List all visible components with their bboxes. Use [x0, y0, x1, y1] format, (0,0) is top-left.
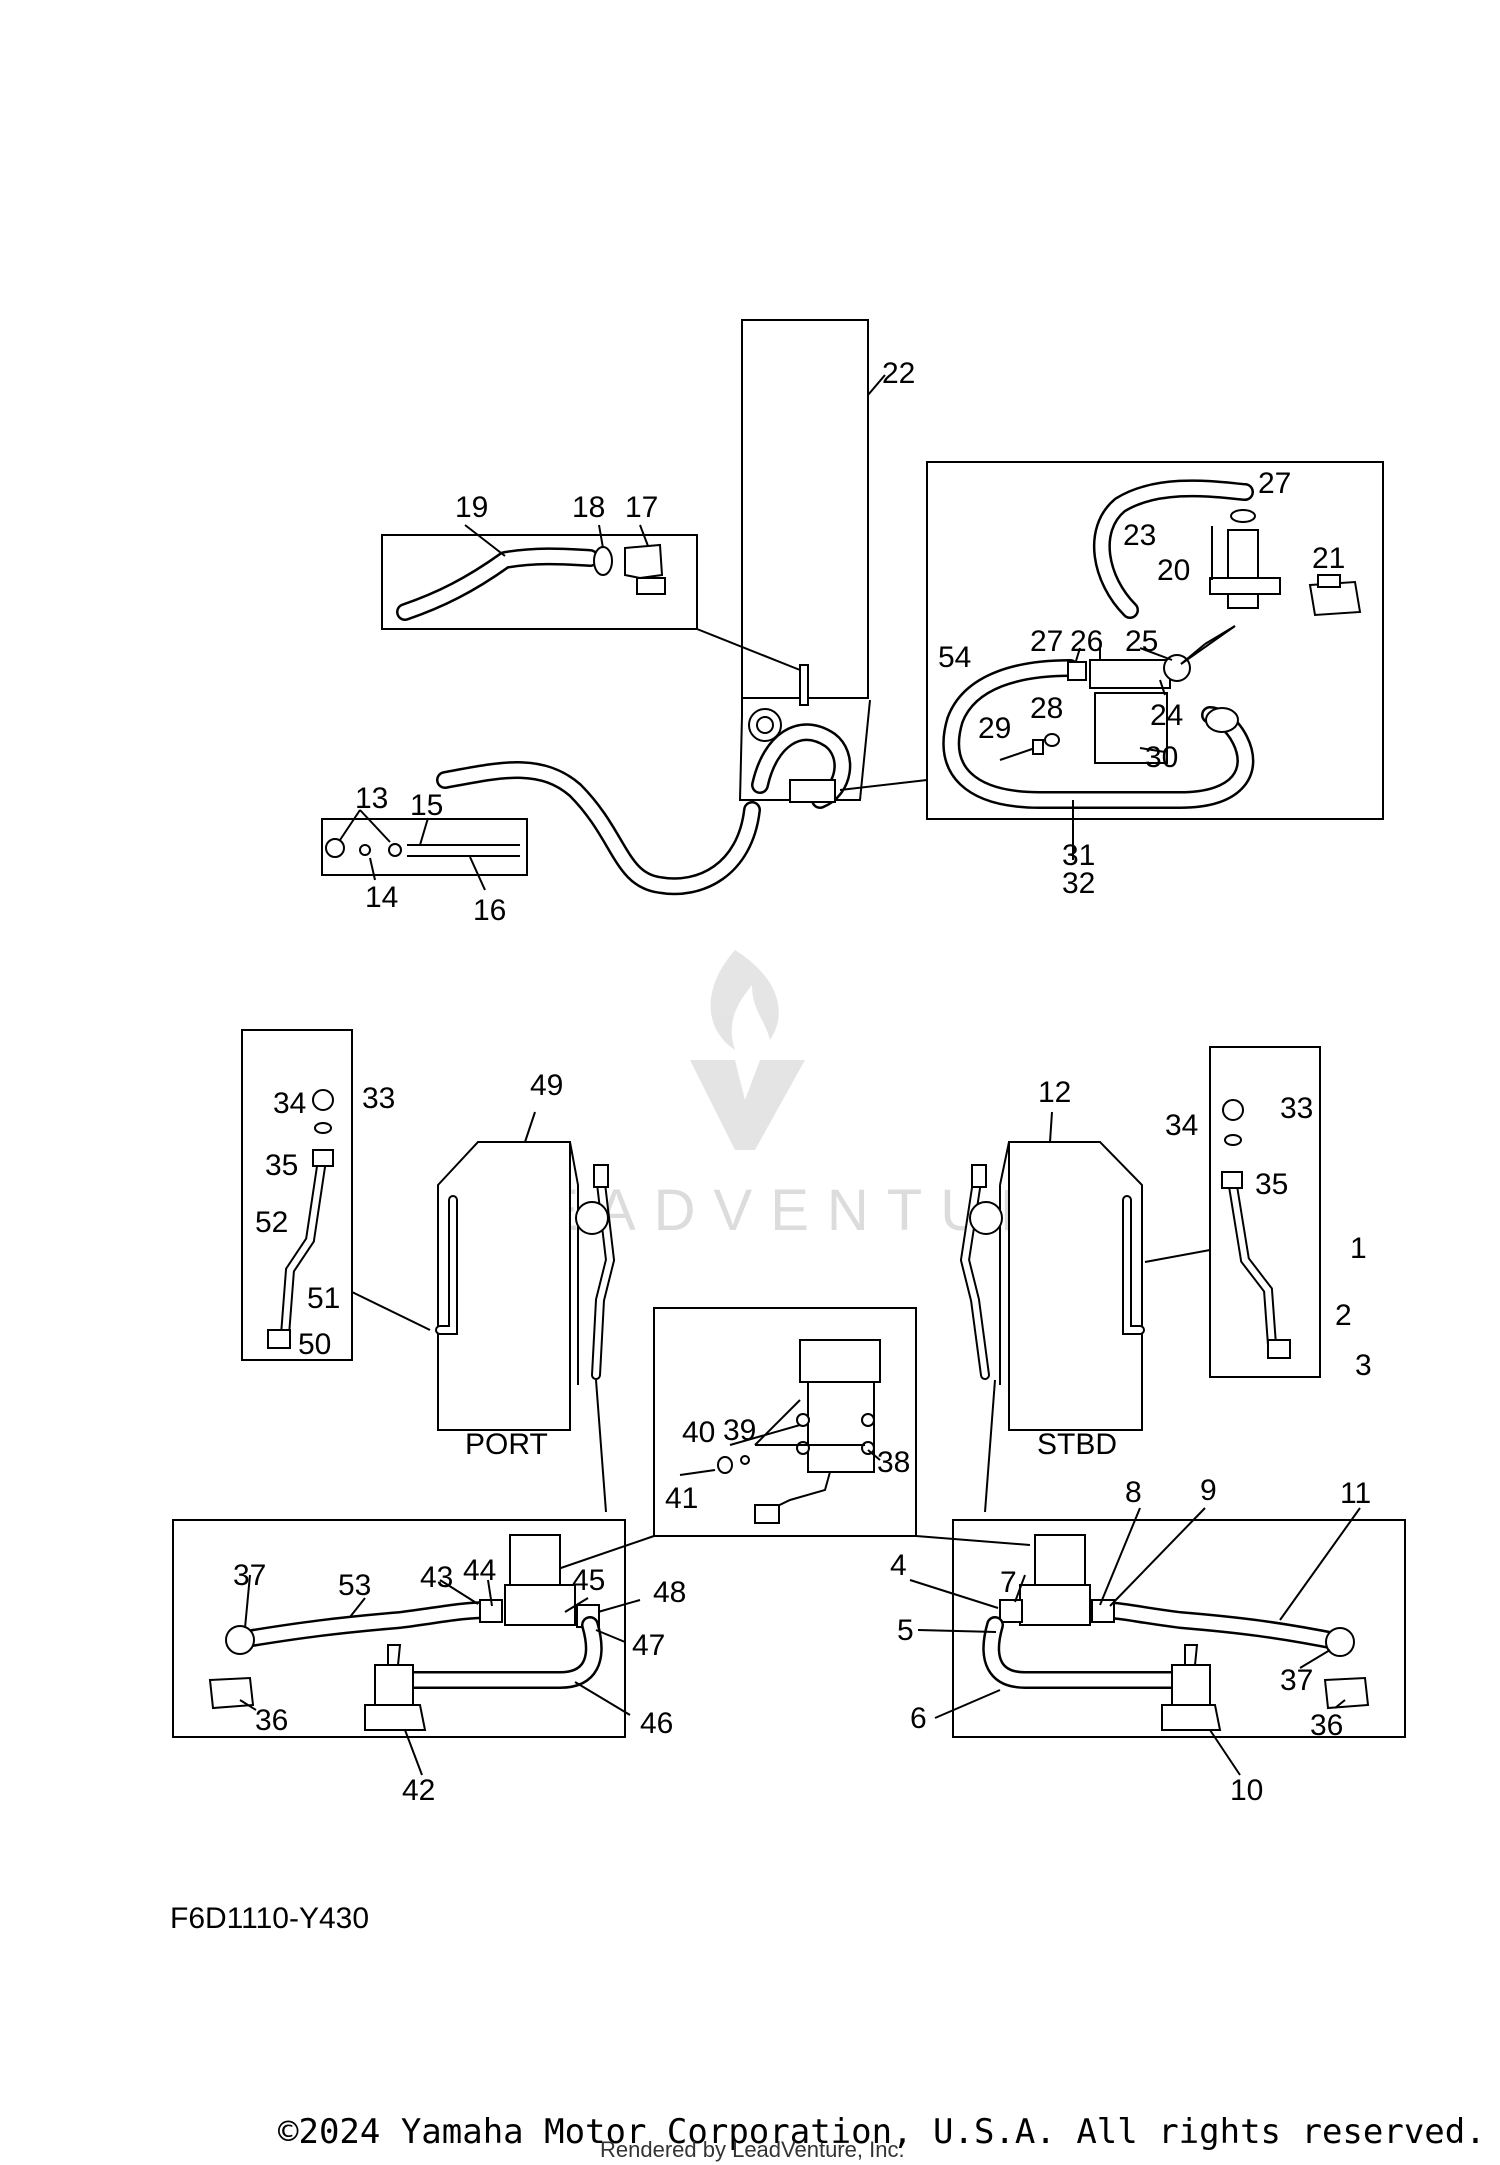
detail-box-20-32: [839, 461, 1384, 860]
callout-15: 15: [410, 789, 443, 822]
callout-24: 24: [1150, 699, 1183, 732]
callout-18: 18: [572, 491, 605, 524]
callout-9: 9: [1200, 1474, 1217, 1507]
callout-21: 21: [1312, 542, 1345, 575]
callout-17: 17: [625, 491, 658, 524]
callout-29: 29: [978, 712, 1011, 745]
callout-54: 54: [938, 641, 971, 674]
callout-14: 14: [365, 881, 398, 914]
port-tank-49: [435, 1141, 616, 1513]
callout-35a: 35: [265, 1149, 298, 1182]
copyright-notice: ©2024 Yamaha Motor Corporation, U.S.A. A…: [278, 2112, 1486, 2152]
callout-48: 48: [653, 1576, 686, 1609]
callout-32: 32: [1062, 867, 1095, 900]
callout-28: 28: [1030, 692, 1063, 725]
diagram-code: F6D1110-Y430: [170, 1902, 369, 1935]
callout-11: 11: [1340, 1477, 1371, 1510]
callout-10: 10: [1230, 1774, 1263, 1807]
detail-box-stbd-hose: [1144, 1046, 1321, 1378]
callout-19: 19: [455, 491, 488, 524]
callout-36a: 36: [255, 1704, 288, 1737]
callout-6: 6: [910, 1702, 927, 1735]
callout-43: 43: [420, 1561, 453, 1594]
callout-37b: 37: [1280, 1664, 1313, 1697]
callout-42: 42: [402, 1774, 435, 1807]
tank-pump-assembly: [748, 708, 852, 809]
callout-23: 23: [1123, 519, 1156, 552]
fuel-tank-22: [738, 319, 871, 801]
callout-27b: 27: [1258, 467, 1291, 500]
callout-7: 7: [1000, 1566, 1017, 1599]
leader-49: [524, 1111, 536, 1143]
leader-22: [867, 374, 886, 396]
callout-49: 49: [530, 1069, 563, 1102]
callout-41: 41: [665, 1482, 698, 1515]
port-label: PORT: [465, 1428, 548, 1461]
callout-35b: 35: [1255, 1168, 1288, 1201]
callout-37a: 37: [233, 1559, 266, 1592]
callout-36b: 36: [1310, 1709, 1343, 1742]
detail-box-19-18-17: [381, 524, 801, 671]
callout-38: 38: [877, 1446, 910, 1479]
callout-52: 52: [255, 1206, 288, 1239]
callout-26: 26: [1070, 625, 1103, 658]
callout-46: 46: [640, 1707, 673, 1740]
callout-51: 51: [307, 1282, 340, 1315]
callout-1: 1: [1350, 1232, 1367, 1265]
callout-22: 22: [882, 357, 915, 390]
detail-box-stbd-pump: [909, 1507, 1406, 1776]
detail-box-13-14-15-16: [321, 809, 528, 891]
detail-box-pump-mount: [554, 1307, 1031, 1571]
stbd-label: STBD: [1037, 1428, 1117, 1461]
detail-box-port-pump: [172, 1519, 641, 1776]
callout-53: 53: [338, 1569, 371, 1602]
callout-34b: 34: [1165, 1109, 1198, 1142]
rendered-by: Rendered by LeadVenture, Inc.: [600, 2137, 905, 2162]
callout-5: 5: [897, 1614, 914, 1647]
callout-47: 47: [632, 1629, 665, 1662]
callout-25: 25: [1125, 625, 1158, 658]
callout-3: 3: [1355, 1349, 1372, 1382]
callout-39: 39: [723, 1414, 756, 1447]
callout-12: 12: [1038, 1076, 1071, 1109]
leader-12: [1049, 1111, 1053, 1143]
callout-2: 2: [1335, 1299, 1352, 1332]
callout-16: 16: [473, 894, 506, 927]
callout-20: 20: [1157, 554, 1190, 587]
callout-4: 4: [890, 1549, 907, 1582]
callout-34a: 34: [273, 1087, 306, 1120]
callout-44: 44: [463, 1554, 496, 1587]
callout-27a: 27: [1030, 625, 1063, 658]
callout-33b: 33: [1280, 1092, 1313, 1125]
callout-40: 40: [682, 1416, 715, 1449]
fuel-hose-16: [436, 761, 761, 896]
callout-8: 8: [1125, 1476, 1142, 1509]
callout-31: 31: [1062, 839, 1095, 872]
callout-45: 45: [572, 1564, 605, 1597]
callout-50: 50: [298, 1328, 331, 1361]
callout-30: 30: [1145, 741, 1178, 774]
detail-box-port-hose: [241, 1029, 431, 1361]
callout-13: 13: [355, 782, 388, 815]
stbd-tank-12: [959, 1141, 1145, 1513]
callout-33a: 33: [362, 1082, 395, 1115]
callout-labels: 1 2 3 4 5 6 7 8 9 10 11 12 13 14 15 16 1…: [233, 357, 1372, 1807]
